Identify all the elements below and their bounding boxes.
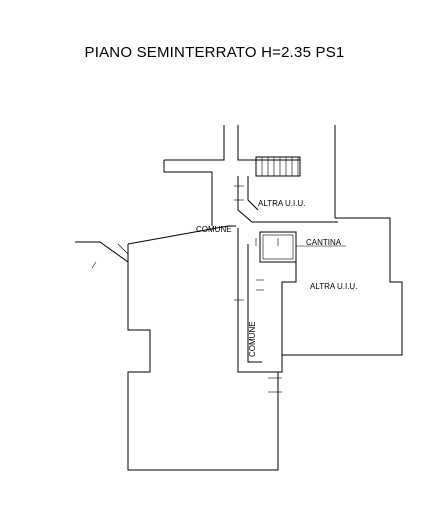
room-label-altra-upper: ALTRA U.I.U.	[258, 199, 305, 208]
room-label-comune-vertical: COMUNE	[248, 321, 257, 357]
plan-title: PIANO SEMINTERRATO H=2.35 PS1	[84, 44, 345, 61]
door-marks	[234, 185, 346, 393]
staircase	[255, 156, 301, 177]
room-label-cantina: CANTINA	[306, 238, 342, 247]
wall-outline	[75, 125, 403, 471]
room-label-altra-lower: ALTRA U.I.U.	[310, 282, 357, 291]
room-label-comune-horizontal: COMUNE	[196, 225, 232, 234]
